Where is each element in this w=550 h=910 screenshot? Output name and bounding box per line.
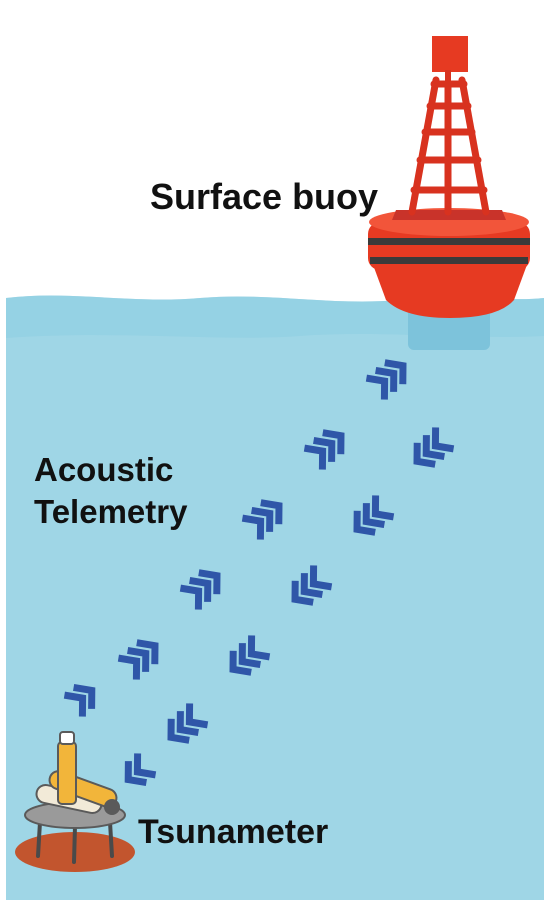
buoy-top-flag xyxy=(432,36,468,72)
tsunameter-legs xyxy=(36,820,114,864)
acoustic-telemetry-line1: Acoustic xyxy=(34,451,174,488)
tsunameter-sensor-cap xyxy=(59,731,75,745)
chevron-signal-icon xyxy=(353,495,395,536)
buoy-lower-body xyxy=(372,262,528,318)
chevron-signal-icon xyxy=(229,635,271,676)
tsunameter-sensor xyxy=(57,741,77,805)
chevron-signal-up-column xyxy=(63,359,407,717)
chevron-signal-icon xyxy=(413,427,455,468)
chevron-signal-icon xyxy=(179,569,221,610)
tsunameter-label: Tsunameter xyxy=(138,813,329,851)
chevron-signal-icon xyxy=(365,359,407,400)
surface-buoy-icon xyxy=(368,36,530,350)
surface-buoy-label: Surface buoy xyxy=(150,176,379,217)
buoy-stripe-upper xyxy=(368,238,530,245)
acoustic-telemetry-label: Acoustic Telemetry xyxy=(34,449,187,532)
chevron-signal-icon xyxy=(117,639,159,680)
chevron-signal-icon xyxy=(63,683,96,717)
chevron-signal-icon xyxy=(291,565,333,606)
tsunameter-icon xyxy=(15,731,135,872)
chevron-signal-icon xyxy=(124,753,157,787)
acoustic-telemetry-line2: Telemetry xyxy=(34,492,188,530)
chevron-signal-icon xyxy=(241,499,283,540)
chevron-signal-icon xyxy=(303,429,345,470)
chevron-signal-icon xyxy=(167,703,209,744)
chevron-signal-down-column xyxy=(124,427,455,787)
ocean-water xyxy=(6,295,544,901)
buoy-stripe-lower xyxy=(370,257,528,264)
